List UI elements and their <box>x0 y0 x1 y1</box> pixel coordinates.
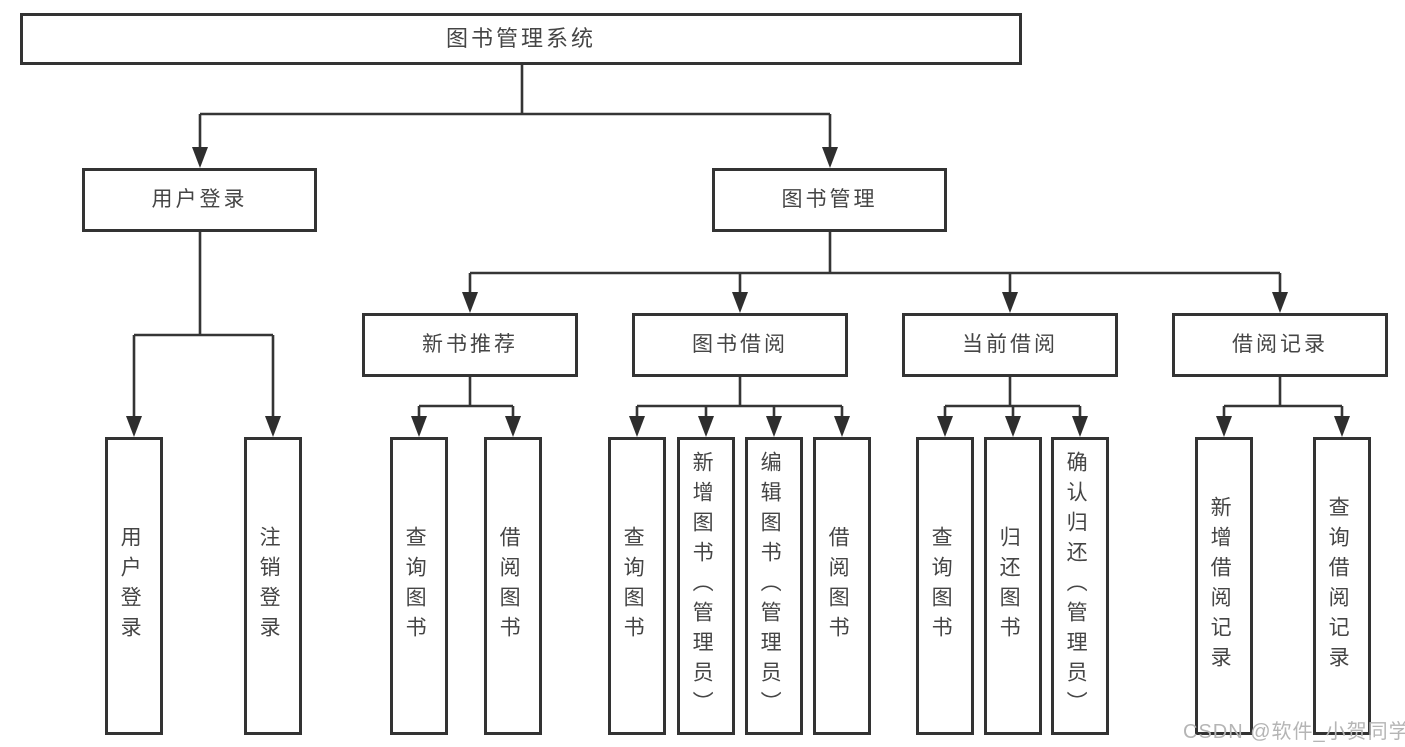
node-borrow-records-label: 借阅记录 <box>1232 333 1328 357</box>
leaf-user-login: 用户登录 <box>105 437 163 735</box>
leaf-borrow-books-2: 借阅图书 <box>813 437 871 735</box>
leaf-add-books-admin: 新增图书（管理员） <box>677 437 735 735</box>
leaf-confirm-return-admin: 确认归还（管理员） <box>1051 437 1109 735</box>
node-root-label: 图书管理系统 <box>445 25 596 51</box>
leaf-logout: 注销登录 <box>244 437 302 735</box>
leaf-query-books-2-label: 查询图书 <box>621 526 645 646</box>
watermark: CSDN @软件_小贺同学 <box>1183 721 1405 743</box>
node-book-borrow: 图书借阅 <box>632 313 848 377</box>
leaf-add-books-admin-label: 新增图书（管理员） <box>690 451 714 721</box>
leaf-edit-books-admin: 编辑图书（管理员） <box>745 437 803 735</box>
leaf-query-books-1-label: 查询图书 <box>403 526 427 646</box>
node-book-borrow-label: 图书借阅 <box>692 333 788 357</box>
leaf-query-books-2: 查询图书 <box>608 437 666 735</box>
leaf-add-borrow-record-label: 新增借阅记录 <box>1208 496 1232 676</box>
leaf-borrow-books-1: 借阅图书 <box>484 437 542 735</box>
leaf-borrow-books-2-label: 借阅图书 <box>826 526 850 646</box>
leaf-logout-label: 注销登录 <box>257 526 281 646</box>
node-user-login: 用户登录 <box>82 168 317 232</box>
leaf-query-books-3: 查询图书 <box>916 437 974 735</box>
leaf-confirm-return-admin-label: 确认归还（管理员） <box>1064 451 1088 721</box>
node-user-login-label: 用户登录 <box>151 188 248 212</box>
leaf-borrow-books-1-label: 借阅图书 <box>497 526 521 646</box>
leaf-query-borrow-record-label: 查询借阅记录 <box>1326 496 1350 676</box>
leaf-query-books-1: 查询图书 <box>390 437 448 735</box>
leaf-add-borrow-record: 新增借阅记录 <box>1195 437 1253 735</box>
leaf-return-books: 归还图书 <box>984 437 1042 735</box>
node-current-borrow: 当前借阅 <box>902 313 1118 377</box>
node-book-management: 图书管理 <box>712 168 947 232</box>
leaf-return-books-label: 归还图书 <box>997 526 1021 646</box>
node-book-management-label: 图书管理 <box>781 188 878 212</box>
leaf-query-borrow-record: 查询借阅记录 <box>1313 437 1371 735</box>
leaf-edit-books-admin-label: 编辑图书（管理员） <box>758 451 782 721</box>
node-borrow-records: 借阅记录 <box>1172 313 1388 377</box>
node-new-book-recommend-label: 新书推荐 <box>422 333 518 357</box>
node-root: 图书管理系统 <box>20 13 1022 65</box>
leaf-user-login-label: 用户登录 <box>118 526 142 646</box>
node-current-borrow-label: 当前借阅 <box>962 333 1058 357</box>
leaf-query-books-3-label: 查询图书 <box>929 526 953 646</box>
node-new-book-recommend: 新书推荐 <box>362 313 578 377</box>
